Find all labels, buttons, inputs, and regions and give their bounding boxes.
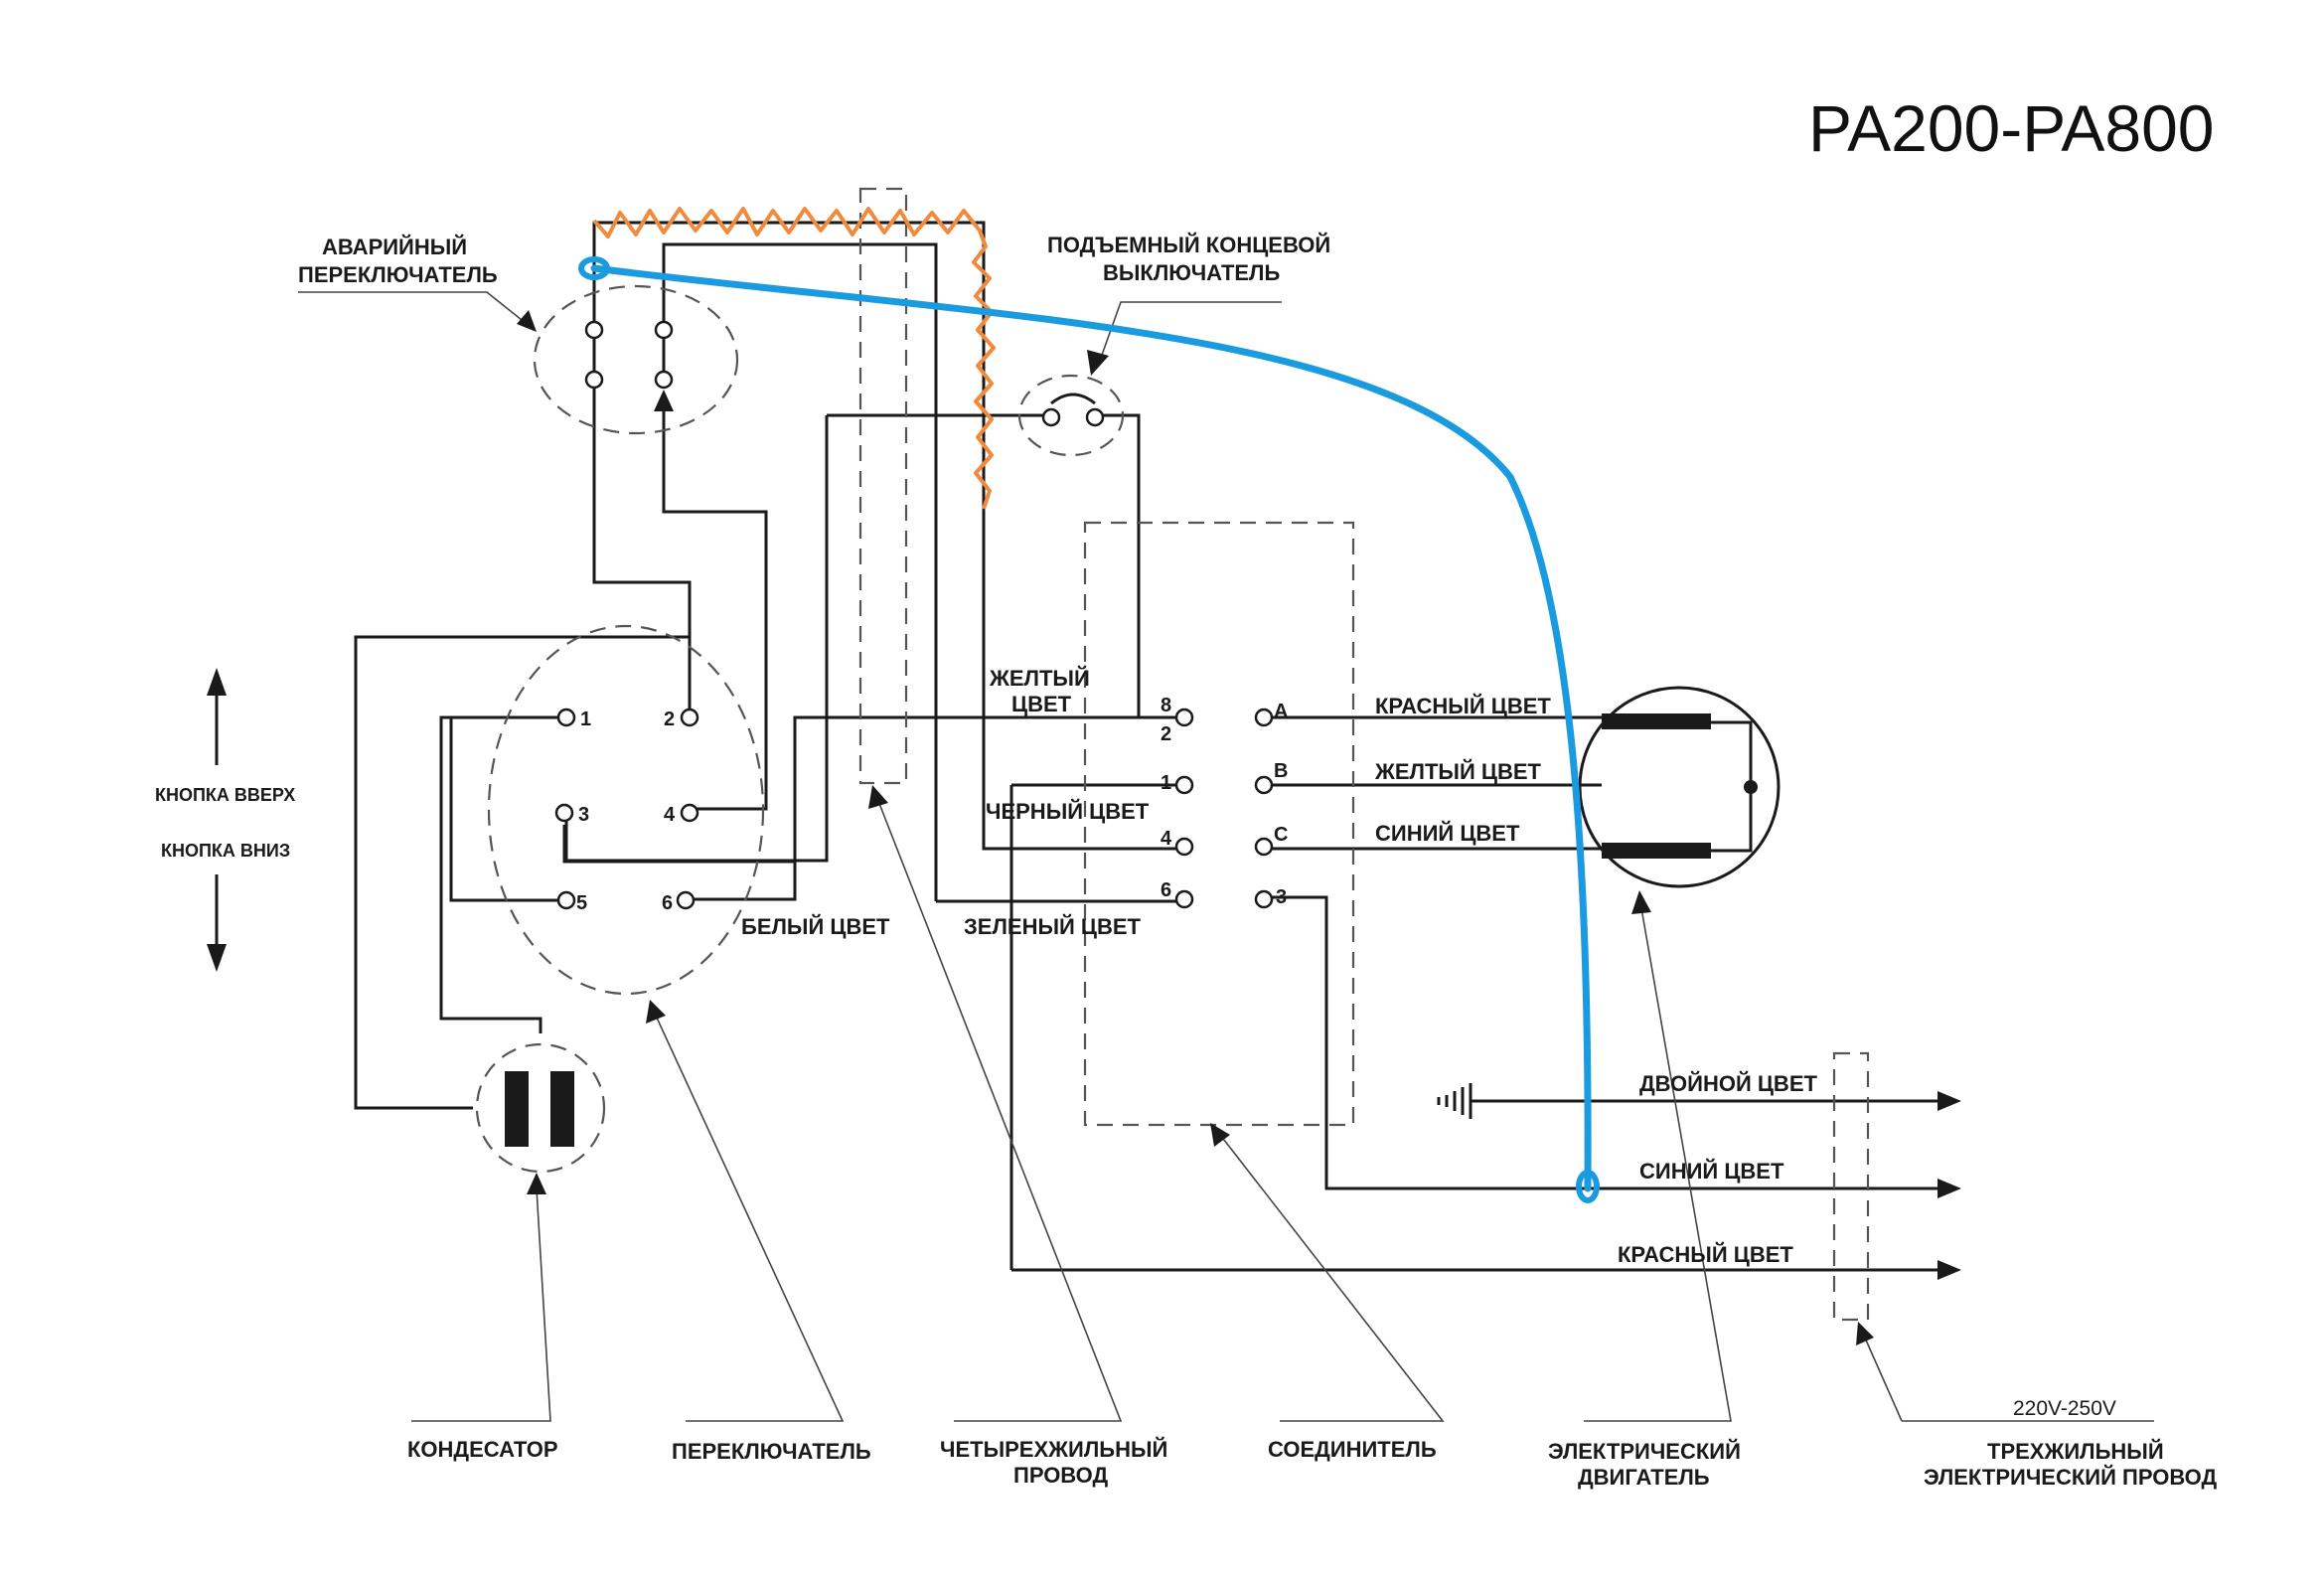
leader-lines	[298, 291, 2154, 1422]
voltage-label: 220V-250V	[2013, 1397, 2116, 1420]
down-arrow-icon	[207, 874, 227, 972]
white-wire-label: БЕЛЫЙ ЦВЕТ	[741, 914, 890, 939]
connector-outline	[1083, 521, 1355, 1127]
connector-terminal	[1254, 837, 1274, 857]
connector-terminal	[1174, 775, 1194, 795]
motor-blue-label: СИНИЙ ЦВЕТ	[1375, 821, 1520, 846]
terminal-label: 2	[664, 709, 675, 730]
emergency-terminal	[654, 320, 674, 340]
motor-label-1: ЭЛЕКТРИЧЕСКИЙ	[1548, 1439, 1741, 1464]
motor-outline	[1578, 686, 1781, 888]
limit-terminal	[1085, 407, 1105, 427]
terminal-label: 6	[662, 892, 673, 914]
three-wire-label-1: ТРЕХЖИЛЬНЫЙ	[1987, 1439, 2164, 1464]
blue-annotation-start	[578, 256, 610, 280]
motor-label-2: ДВИГАТЕЛЬ	[1578, 1465, 1710, 1490]
connector-terminal	[1254, 889, 1274, 909]
terminal-label: 3	[578, 804, 589, 826]
orange-annotation-scribble	[592, 207, 996, 510]
green-wire-label: ЗЕЛЕНЫЙ ЦВЕТ	[964, 914, 1142, 939]
connector-left-label: 1	[1161, 772, 1171, 794]
diagram-title: PA200-PA800	[1808, 91, 2215, 165]
emergency-switch-label-2: ПЕРЕКЛЮЧАТЕЛЬ	[298, 262, 498, 287]
motor-red-label: КРАСНЫЙ ЦВЕТ	[1375, 694, 1551, 718]
emergency-arrow-icon	[654, 390, 674, 411]
limit-switch-label-1: ПОДЪЕМНЫЙ КОНЦЕВОЙ	[1047, 233, 1330, 257]
motor-winding-top	[1602, 713, 1711, 729]
ground-icon	[1437, 1083, 1472, 1119]
capacitor-plate-left	[505, 1071, 529, 1147]
connector-right-label: B	[1274, 760, 1288, 782]
cable-blue-label: СИНИЙ ЦВЕТ	[1639, 1159, 1784, 1184]
four-wire-label-1: ЧЕТЫРЕХЖИЛЬНЫЙ	[940, 1437, 1167, 1462]
four-wire-cable-outline	[858, 187, 908, 785]
switch-terminal-6	[676, 890, 696, 910]
connector-label: СОЕДИНИТЕЛЬ	[1268, 1437, 1437, 1462]
wires	[354, 221, 1937, 1272]
switch-terminal-3	[554, 803, 574, 823]
switch-terminal-5	[556, 890, 576, 910]
cable-double-label: ДВОЙНОЙ ЦВЕТ	[1639, 1071, 1817, 1096]
switch-terminal-4	[680, 803, 699, 823]
black-wire-label: ЧЕРНЫЙ ЦВЕТ	[986, 799, 1150, 824]
three-wire-label-2: ЭЛЕКТРИЧЕСКИЙ ПРОВОД	[1924, 1465, 2217, 1490]
switch-terminal-1	[556, 708, 576, 727]
emergency-terminal	[584, 320, 604, 340]
switch-terminal-2	[680, 708, 699, 727]
blue-annotation-end	[1576, 1170, 1600, 1203]
capacitor-plate-right	[550, 1071, 574, 1147]
cable-arrows	[1937, 1091, 1961, 1280]
terminal-label: 5	[576, 892, 587, 914]
motor-winding-bottom	[1602, 843, 1711, 859]
connector-left-label: 8	[1161, 695, 1171, 716]
connector-right-label: C	[1274, 824, 1288, 846]
connector-left-label: 2	[1161, 723, 1171, 745]
connector-right-label: A	[1274, 701, 1288, 722]
connector-terminal	[1174, 889, 1194, 909]
switch-label: ПЕРЕКЛЮЧАТЕЛЬ	[672, 1439, 871, 1464]
emergency-switch-label-1: АВАРИЙНЫЙ	[322, 235, 467, 259]
capacitor-outline	[475, 1042, 606, 1174]
up-arrow-icon	[207, 668, 227, 765]
emergency-terminal	[654, 370, 674, 390]
connector-left-label: 6	[1161, 879, 1171, 901]
limit-switch-outline	[1017, 374, 1125, 457]
yellow-wire-label-1: ЖЕЛТЫЙ	[989, 666, 1090, 691]
motor-yellow-label: ЖЕЛТЫЙ ЦВЕТ	[1374, 759, 1542, 784]
button-down-label: КНОПКА ВНИЗ	[161, 841, 290, 861]
limit-terminal	[1041, 407, 1061, 427]
blue-annotation-line	[590, 264, 1592, 1192]
emergency-switch-outline	[533, 284, 739, 435]
connector-terminal	[1174, 708, 1194, 727]
connector-right-label: 3	[1276, 886, 1287, 908]
switch-outline	[487, 624, 765, 996]
connector-terminal	[1174, 837, 1194, 857]
limit-switch-label-2: ВЫКЛЮЧАТЕЛЬ	[1103, 260, 1280, 285]
connector-terminal	[1254, 775, 1274, 795]
connector-terminal	[1254, 708, 1274, 727]
yellow-wire-label-2: ЦВЕТ	[1011, 692, 1072, 716]
cable-red-label: КРАСНЫЙ ЦВЕТ	[1618, 1242, 1793, 1267]
terminal-label: 4	[664, 804, 676, 826]
four-wire-label-2: ПРОВОД	[1013, 1463, 1108, 1488]
button-up-label: КНОПКА ВВЕРХ	[155, 785, 295, 805]
capacitor-label: КОНДЕСАТОР	[407, 1437, 558, 1462]
three-wire-cable-outline	[1832, 1051, 1870, 1322]
emergency-terminal	[584, 370, 604, 390]
connector-left-label: 4	[1161, 828, 1172, 850]
terminal-label: 1	[580, 709, 591, 730]
